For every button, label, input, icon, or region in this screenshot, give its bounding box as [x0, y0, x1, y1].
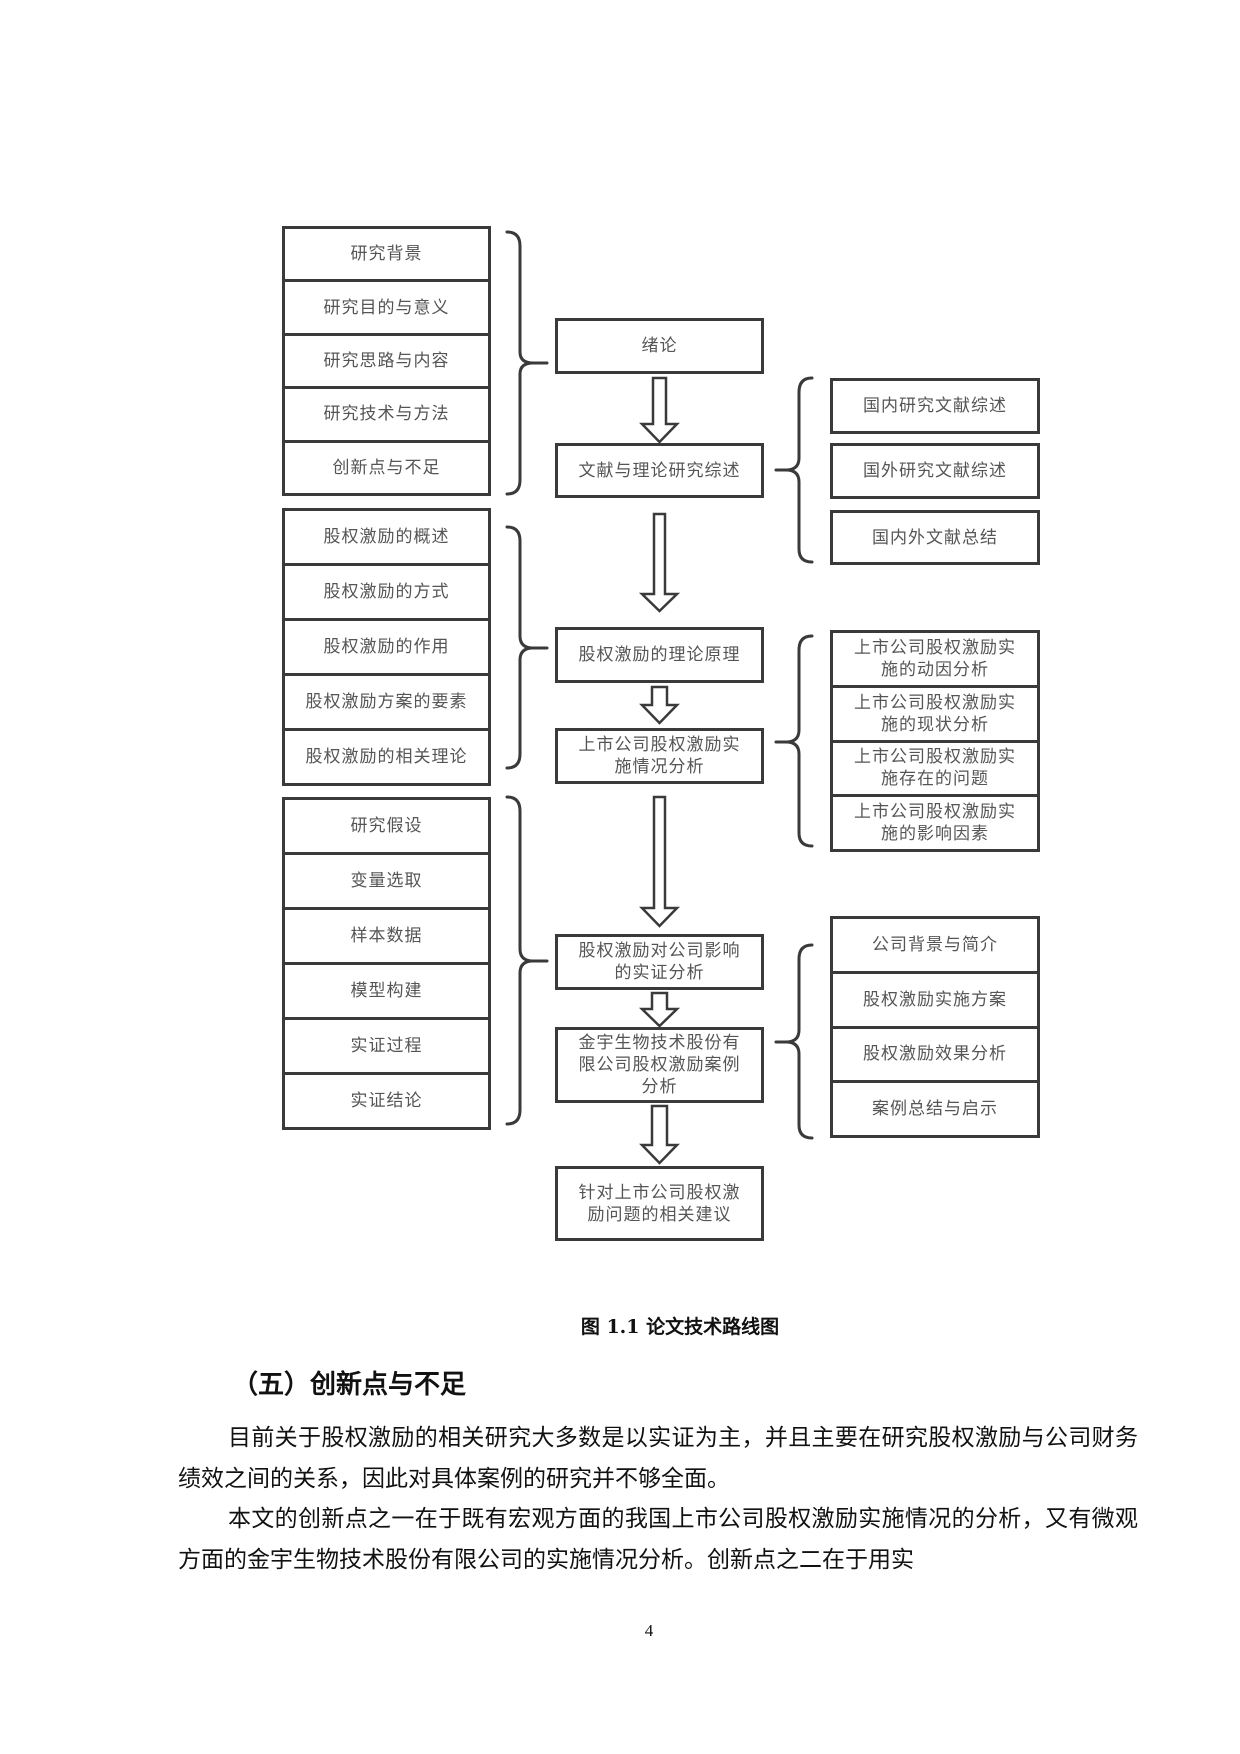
box-item: 案例总结与启示: [833, 1080, 1037, 1135]
center-box-implementation: 上市公司股权激励实施情况分析: [555, 728, 764, 784]
box-item: 样本数据: [285, 907, 488, 962]
box-item: 变量选取: [285, 852, 488, 907]
box-item: 实证过程: [285, 1017, 488, 1072]
page-number: 4: [644, 1621, 654, 1640]
box-item: 股权激励方案的要素: [285, 673, 488, 728]
box-item: 股权激励的方式: [285, 563, 488, 618]
box-item: 创新点与不足: [285, 439, 488, 493]
down-arrow-icon: [639, 1104, 680, 1165]
right-brace-icon: [505, 230, 549, 496]
right-brace-icon: [505, 525, 549, 770]
paragraph: 目前关于股权激励的相关研究大多数是以实证为主，并且主要在研究股权激励与公司财务绩…: [178, 1425, 1138, 1492]
box-item: 研究技术与方法: [285, 386, 488, 439]
center-box-theory: 股权激励的理论原理: [555, 627, 764, 683]
right-brace-icon: [505, 795, 549, 1126]
right-box-item: 国内研究文献综述: [830, 378, 1040, 434]
center-box-literature: 文献与理论研究综述: [555, 443, 764, 498]
down-arrow-icon: [639, 795, 680, 928]
right-group-implementation: 上市公司股权激励实施的动因分析 上市公司股权激励实施的现状分析 上市公司股权激励…: [830, 630, 1040, 852]
box-item: 研究假设: [350, 816, 423, 836]
left-brace-icon: [774, 376, 814, 564]
left-group-empirical: 研究假设 变量选取 样本数据 模型构建 实证过程 实证结论: [282, 797, 491, 1130]
down-arrow-icon: [639, 685, 680, 725]
body-text: 目前关于股权激励的相关研究大多数是以实证为主，并且主要在研究股权激励与公司财务绩…: [178, 1418, 1138, 1580]
left-brace-icon: [774, 943, 814, 1140]
down-arrow-icon: [638, 512, 681, 613]
box-item: 股权激励的作用: [285, 618, 488, 673]
box-item: 公司背景与简介: [872, 934, 998, 955]
left-brace-icon: [774, 634, 814, 848]
down-arrow-icon: [639, 376, 680, 444]
center-box-suggestions: 针对上市公司股权激励问题的相关建议: [555, 1166, 764, 1241]
left-group-intro: 研究背景 研究目的与意义 研究思路与内容 研究技术与方法 创新点与不足: [282, 226, 491, 496]
box-item: 研究目的与意义: [285, 279, 488, 332]
left-group-theory: 股权激励的概述 股权激励的方式 股权激励的作用 股权激励方案的要素 股权激励的相…: [282, 508, 491, 786]
box-item: 股权激励的相关理论: [285, 728, 488, 783]
box-item: 上市公司股权激励实施的动因分析: [854, 637, 1016, 680]
center-box-case-study: 金宇生物技术股份有限公司股权激励案例分析: [555, 1027, 764, 1103]
box-item: 上市公司股权激励实施的现状分析: [833, 684, 1037, 740]
right-box-item: 国内外文献总结: [830, 510, 1040, 565]
box-item: 股权激励效果分析: [833, 1025, 1037, 1081]
box-item: 研究思路与内容: [285, 332, 488, 386]
center-box-introduction: 绪论: [555, 318, 764, 374]
section-heading: （五）创新点与不足: [232, 1370, 467, 1400]
down-arrow-icon: [638, 991, 681, 1028]
right-box-item: 国外研究文献综述: [830, 443, 1040, 499]
box-item: 实证结论: [285, 1072, 488, 1127]
box-item: 股权激励实施方案: [833, 970, 1037, 1026]
paragraph: 本文的创新点之一在于既有宏观方面的我国上市公司股权激励实施情况的分析，又有微观方…: [178, 1506, 1138, 1573]
center-box-empirical: 股权激励对公司影响的实证分析: [555, 934, 764, 990]
figure-caption: 图 1.1 论文技术路线图: [580, 1316, 780, 1338]
box-item: 模型构建: [285, 962, 488, 1017]
box-item: 股权激励的概述: [323, 527, 450, 547]
box-item: 上市公司股权激励实施的影响因素: [833, 794, 1037, 849]
box-item: 研究背景: [350, 244, 423, 265]
box-item: 上市公司股权激励实施存在的问题: [833, 739, 1037, 795]
right-group-case: 公司背景与简介 股权激励实施方案 股权激励效果分析 案例总结与启示: [830, 916, 1040, 1138]
